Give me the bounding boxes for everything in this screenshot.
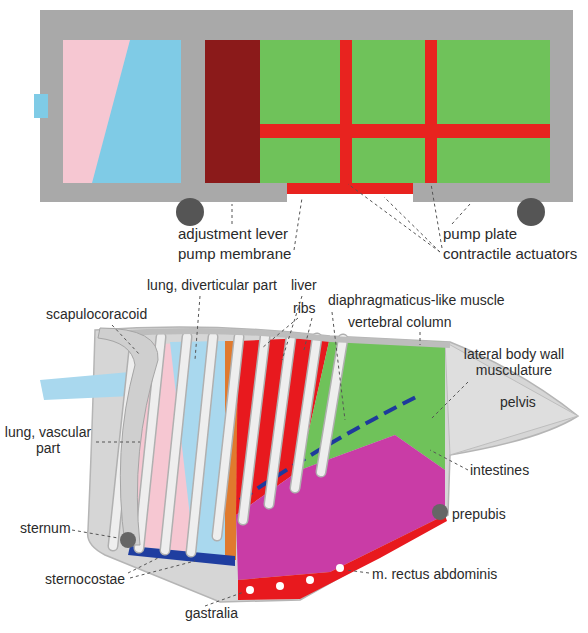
rib	[191, 337, 213, 552]
leader-line	[346, 570, 369, 573]
leader-line	[332, 312, 345, 420]
rib	[295, 338, 317, 488]
part-label: contractile actuators	[443, 246, 577, 262]
part-label: vertebral column	[348, 314, 452, 330]
gastralia-dot	[336, 564, 344, 572]
rib	[243, 337, 265, 520]
pump-membrane	[287, 183, 413, 194]
gastralia-dot	[276, 582, 284, 590]
part-label: intestines	[470, 462, 529, 478]
leader-line	[430, 450, 468, 470]
gastralia-dot	[246, 586, 254, 594]
chamber-blue	[63, 40, 181, 183]
gastralia-dot	[306, 576, 314, 584]
rib	[217, 337, 239, 536]
leader-line	[130, 561, 195, 578]
rib	[217, 337, 239, 536]
part-label: sternocostae	[45, 571, 125, 587]
leader-line	[262, 318, 298, 348]
leader-line	[304, 318, 312, 350]
part-label: pump membrane	[178, 246, 291, 262]
leader-line	[205, 592, 244, 606]
rib	[269, 337, 291, 504]
part-label: prepubis	[452, 506, 506, 522]
part-label: adjustment lever	[178, 226, 288, 242]
pivot	[176, 198, 204, 226]
rib	[165, 337, 187, 550]
rib	[321, 339, 343, 472]
leader-line	[384, 197, 440, 252]
part-label: liver	[291, 277, 317, 293]
part-label: lateral body wall musculature	[448, 346, 580, 378]
part-label: ribs	[293, 300, 316, 316]
part-label: gastralia	[185, 605, 238, 621]
adjustment-block	[205, 40, 260, 183]
rib	[243, 337, 265, 520]
part-label: lung, diverticular part	[147, 277, 277, 293]
part-label: m. rectus abdominis	[372, 566, 497, 582]
leader-line	[72, 530, 118, 538]
leader-line	[420, 332, 421, 345]
leader-line	[452, 204, 470, 224]
actuator-bar	[340, 40, 352, 183]
actuator-chamber	[260, 40, 550, 183]
rib	[165, 337, 187, 550]
lung-tab	[40, 372, 132, 400]
inlet-tab	[34, 94, 48, 118]
leader-line	[348, 184, 440, 252]
leader-line	[195, 296, 200, 360]
actuator-bar	[425, 40, 437, 183]
leader-line	[431, 184, 442, 248]
pivot	[120, 532, 136, 548]
rib	[321, 339, 343, 472]
rib	[269, 337, 291, 504]
part-label: scapulocoracoid	[46, 306, 147, 322]
leader-line	[96, 442, 140, 443]
scapulocoracoid	[98, 328, 158, 545]
chamber-pink	[63, 40, 130, 183]
leader-line	[430, 382, 468, 420]
part-label: pump plate	[443, 226, 517, 242]
rib	[295, 338, 317, 488]
rib	[191, 337, 213, 552]
membrane-gap	[287, 183, 413, 203]
pivot	[517, 198, 545, 226]
rectus-abdominis	[238, 515, 447, 600]
leader-line	[294, 198, 302, 250]
part-label: diaphragmaticus-like muscle	[328, 292, 505, 308]
leader-line	[112, 325, 140, 355]
leader-line	[232, 204, 233, 224]
part-label: lung, vascular part	[2, 424, 94, 456]
pivot	[432, 504, 448, 520]
actuator-bar	[260, 124, 550, 138]
vertebral-column	[110, 331, 450, 345]
part-label: pelvis	[500, 394, 536, 410]
leader-line	[128, 557, 160, 573]
part-label: sternum	[20, 520, 71, 536]
pump-housing	[40, 10, 573, 202]
